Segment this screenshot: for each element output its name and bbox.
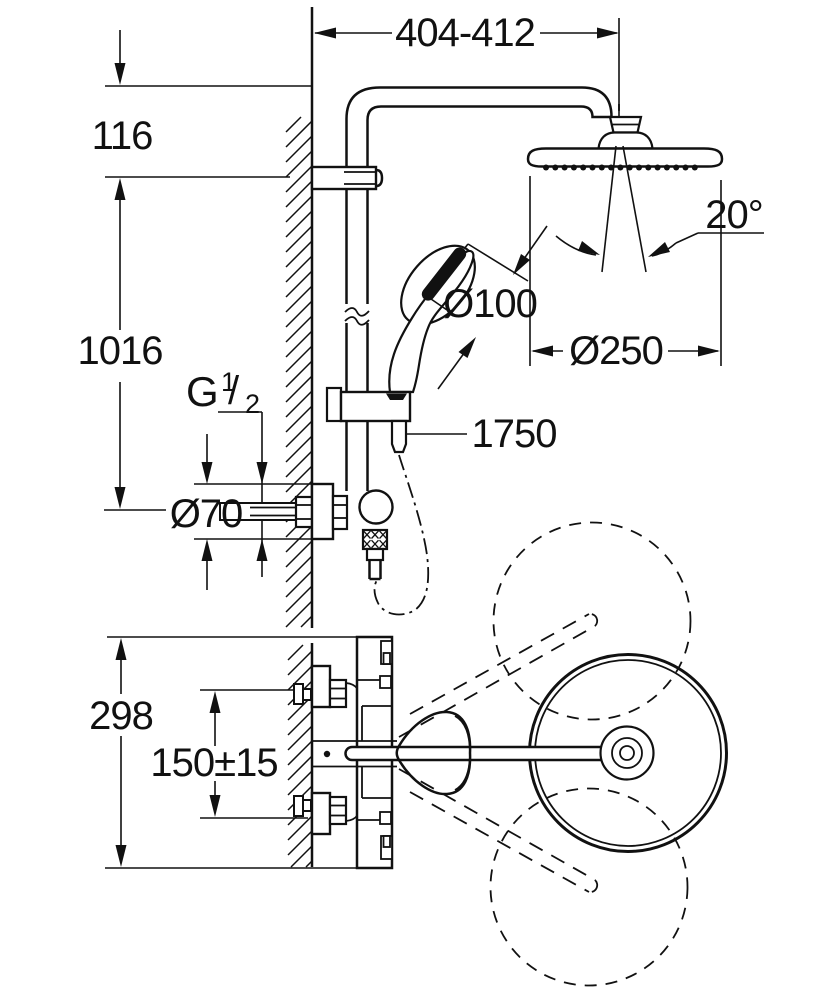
side-view [104, 7, 764, 628]
label-thread-denominator: 2 [245, 389, 259, 419]
inlet-flange-top [310, 664, 332, 709]
label-escutcheon-dia: Ø70 [170, 492, 243, 536]
label-thread-numerator: 1 [221, 367, 235, 397]
wall-section-plan [287, 643, 314, 868]
hand-shower [388, 243, 476, 394]
shower-arm [345, 86, 613, 150]
spray-angle-annotation [555, 232, 764, 257]
valve-neck [331, 494, 349, 531]
label-inlet-spacing: 150±15 [150, 741, 277, 785]
label-rail-height: 1016 [78, 329, 163, 373]
plan-dimension-lines [105, 636, 392, 869]
grip-socket [386, 393, 407, 400]
hose-connector [390, 419, 408, 454]
arm-hub-inner [619, 745, 635, 761]
knurl-pattern [363, 530, 387, 549]
shower-hose-dashdot [373, 454, 430, 616]
inlet-flange-bottom [310, 791, 332, 836]
shower-arm-plan [344, 725, 655, 781]
label-thread-letter: G [186, 368, 218, 415]
handshower-diameter-annotation [430, 225, 548, 390]
knurled-nut [361, 528, 389, 551]
wall-hatching-plan [287, 644, 313, 868]
hand-shower-face [421, 247, 467, 301]
diverter-ball [358, 489, 394, 525]
mounting-screw [323, 750, 331, 758]
hand-shower-handle [388, 249, 475, 394]
hand-shower-plan [395, 710, 472, 796]
valve-connection-dimensions [194, 411, 312, 590]
wall-hatching [285, 116, 313, 628]
label-headshower-dia: Ø250 [569, 329, 663, 373]
label-hose-length: 1750 [472, 412, 557, 456]
wall-bracket [310, 165, 384, 191]
overhead-shower [526, 115, 724, 273]
escutcheon [310, 482, 335, 541]
head-dome [597, 131, 654, 150]
label-head-drop: 116 [92, 114, 153, 158]
holder-knob [325, 386, 343, 423]
label-body-height: 298 [89, 694, 153, 738]
wall-section-side [285, 7, 314, 628]
swivel-radius-geometry [398, 521, 692, 987]
dimension-lines [104, 18, 620, 511]
label-handshower-dia: Ø100 [443, 282, 537, 326]
shower-rail-pipe [343, 86, 613, 491]
label-span-top: 404-412 [395, 11, 535, 55]
plan-view [105, 521, 728, 987]
label-spray-angle: 20° [705, 193, 763, 237]
hand-shower-holder [325, 386, 412, 454]
label-thread-slash: / [228, 369, 240, 413]
thermostat-valve-side [219, 482, 394, 581]
union-nut [294, 495, 314, 529]
spray-nozzles [543, 164, 698, 171]
dimension-labels: 404-412 116 1016 G 1 / 2 Ø70 Ø100 Ø250 1… [78, 11, 764, 785]
head-diameter-dimension [529, 176, 722, 366]
